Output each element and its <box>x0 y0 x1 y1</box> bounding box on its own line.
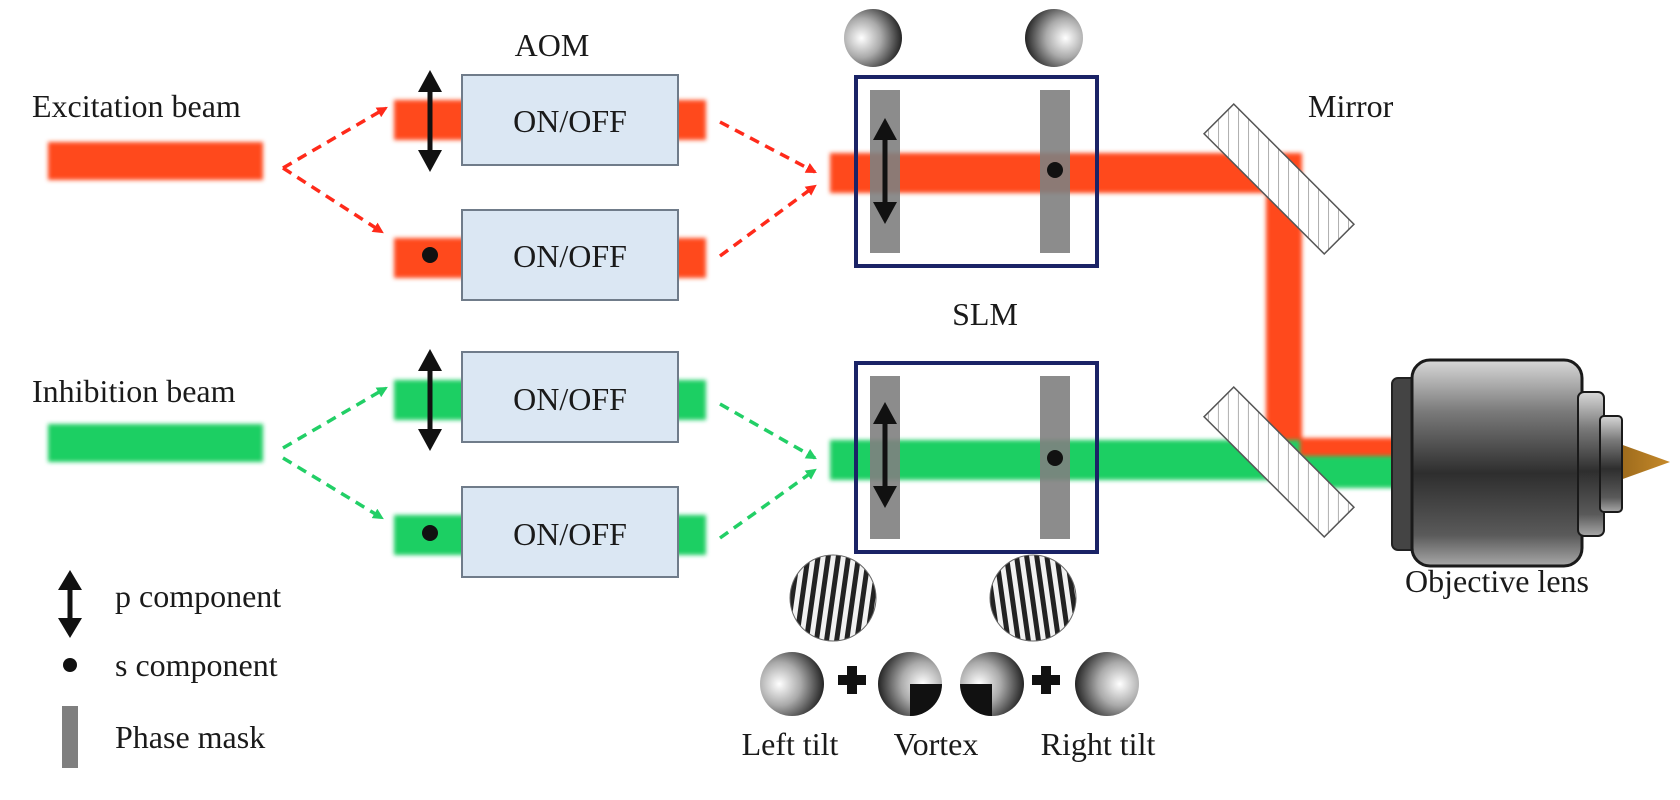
aom-label: ON/OFF <box>513 516 627 552</box>
inhibition-beam-label: Inhibition beam <box>32 373 236 409</box>
aom-title: AOM <box>515 27 590 63</box>
excitation-beam-label: Excitation beam <box>32 88 241 124</box>
s-polarization-icon <box>1047 162 1063 178</box>
objective-lens-label: Objective lens <box>1405 563 1589 599</box>
vortex-label: Vortex <box>894 726 979 762</box>
vortex-icon <box>960 652 1024 716</box>
plus-icon <box>1032 666 1060 694</box>
phase-mask-bar <box>62 706 78 768</box>
plus-icon <box>838 666 866 694</box>
p-polarization-icon <box>873 118 897 224</box>
aom-label: ON/OFF <box>513 381 627 417</box>
s-polarization-icon <box>422 525 438 541</box>
fringe-pattern-right-icon <box>989 554 1077 642</box>
double-arrow-icon <box>58 570 82 638</box>
exit-beam <box>1620 444 1670 480</box>
left-tilt-icon <box>760 652 824 716</box>
vortex-icon <box>878 652 942 716</box>
legend-label: Phase mask <box>115 719 265 755</box>
legend-label: s component <box>115 647 278 683</box>
right-tilt-phase-icon <box>1025 9 1083 67</box>
legend: p component s component Phase mask <box>58 570 281 768</box>
p-polarization-icon <box>418 70 442 172</box>
aom-excitation-p: ON/OFF <box>461 74 679 166</box>
legend-label: p component <box>115 578 281 614</box>
slm-inhibition <box>854 361 1099 554</box>
aom-inhibition-p: ON/OFF <box>461 351 679 443</box>
inhibition-beam-source <box>48 424 263 462</box>
left-tilt-label: Left tilt <box>742 726 839 762</box>
p-polarization-icon <box>418 349 442 451</box>
aom-excitation-s: ON/OFF <box>461 209 679 301</box>
aom-label: ON/OFF <box>513 238 627 274</box>
s-polarization-icon <box>1047 450 1063 466</box>
aom-inhibition-s: ON/OFF <box>461 486 679 578</box>
slm-excitation <box>854 75 1099 268</box>
left-tilt-phase-icon <box>844 9 902 67</box>
inhibition-split-arrows <box>282 386 817 540</box>
slm-title: SLM <box>952 296 1018 332</box>
right-tilt-label: Right tilt <box>1041 726 1156 762</box>
right-tilt-icon <box>1075 652 1139 716</box>
aom-label: ON/OFF <box>513 103 627 139</box>
mirror-top <box>1202 102 1356 256</box>
p-polarization-icon <box>873 402 897 508</box>
mirror-label: Mirror <box>1308 88 1394 124</box>
mirror-bottom <box>1202 385 1356 539</box>
excitation-beam-source <box>48 142 263 180</box>
s-polarization-icon <box>422 247 438 263</box>
excitation-split-arrows <box>282 106 817 258</box>
objective-lens-icon <box>1391 358 1623 568</box>
fringe-pattern-left-icon <box>789 554 877 642</box>
dot-icon <box>63 658 77 672</box>
